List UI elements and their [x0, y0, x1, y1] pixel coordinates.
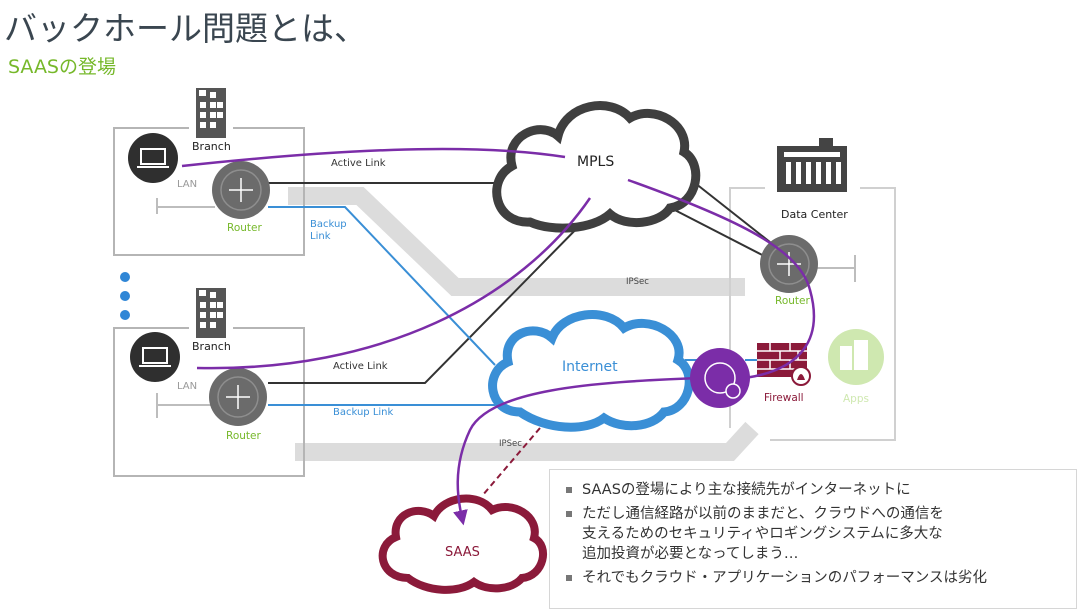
ipsec-tunnel-1: [288, 187, 745, 296]
active-link-2-label: Active Link: [333, 361, 388, 372]
datacenter-box: [729, 187, 896, 441]
building1-icon: [189, 88, 233, 144]
bullet-item: SAASの登場により主な接続先がインターネットに: [564, 480, 1070, 500]
apps-label: Apps: [843, 393, 869, 405]
bullet-item: それでもクラウド・アプリケーションのパフォーマンスは劣化: [564, 568, 1070, 588]
mpls-to-branch2-line: [268, 214, 591, 384]
internet-cloud: [488, 310, 694, 432]
ipsec-tunnel-2: [295, 421, 759, 461]
mpls-label: MPLS: [577, 154, 614, 170]
branch2-router-label: Router: [226, 430, 261, 442]
slide-subtitle: SAASの登場: [8, 56, 116, 78]
laptop1-icon: [128, 133, 178, 183]
saas-label: SAAS: [445, 545, 480, 560]
dc-lan-line: [817, 255, 856, 282]
bullet-box: SAASの登場により主な接続先がインターネットに ただし通信経路が以前のままだと…: [549, 469, 1077, 609]
ellipsis-dot: [120, 291, 130, 301]
ellipsis-dot: [120, 272, 130, 282]
apps-icon: [828, 329, 884, 385]
datacenter-label: Data Center: [781, 208, 848, 221]
branch1-router-label: Router: [227, 222, 262, 234]
mpls-cloud: [492, 101, 701, 233]
backup-link-2-label: Backup Link: [333, 407, 394, 418]
traffic-path-branch2: [196, 197, 592, 370]
ellipsis-dot: [120, 310, 130, 320]
mpls-to-dc-line-2: [664, 204, 769, 259]
bullet-list: SAASの登場により主な接続先がインターネットに ただし通信経路が以前のままだと…: [564, 480, 1070, 588]
building2-icon: [189, 288, 233, 344]
slide-title: バックホール問題とは、: [4, 9, 367, 48]
firewall-label: Firewall: [764, 392, 804, 404]
traffic-path-mpls-dc: [627, 178, 816, 380]
ipsec-label-2: IPSec: [499, 439, 522, 449]
saas-cloud: [378, 494, 547, 594]
laptop2-icon: [130, 332, 180, 382]
branch2-router-icon: [209, 368, 267, 426]
datacenter-building-icon: [765, 138, 860, 198]
saas-dashed-line: [481, 427, 541, 497]
traffic-path-branch1: [181, 147, 566, 168]
backup-link-1-line: [268, 206, 496, 366]
lan2-line: [156, 393, 212, 418]
ipsec-label-1: IPSec: [626, 277, 649, 287]
traffic-path-to-saas: [453, 376, 701, 526]
branch1-lan-label: LAN: [177, 179, 197, 190]
internet-label: Internet: [562, 359, 618, 375]
lan1-line: [156, 198, 215, 214]
security-logging-icon: [690, 348, 750, 408]
branch1-router-icon: [212, 161, 270, 219]
firewall-icon: [757, 343, 811, 386]
bullet-item: ただし通信経路が以前のままだと、クラウドへの通信を 支えるためのセキュリティやロ…: [564, 504, 1070, 564]
active-link-1-label: Active Link: [331, 158, 386, 169]
branch1-label: Branch: [192, 140, 231, 153]
branch2-lan-label: LAN: [177, 381, 197, 392]
dc-router-label: Router: [775, 295, 810, 307]
dc-router-icon: [760, 235, 818, 293]
branch2-label: Branch: [192, 340, 231, 353]
